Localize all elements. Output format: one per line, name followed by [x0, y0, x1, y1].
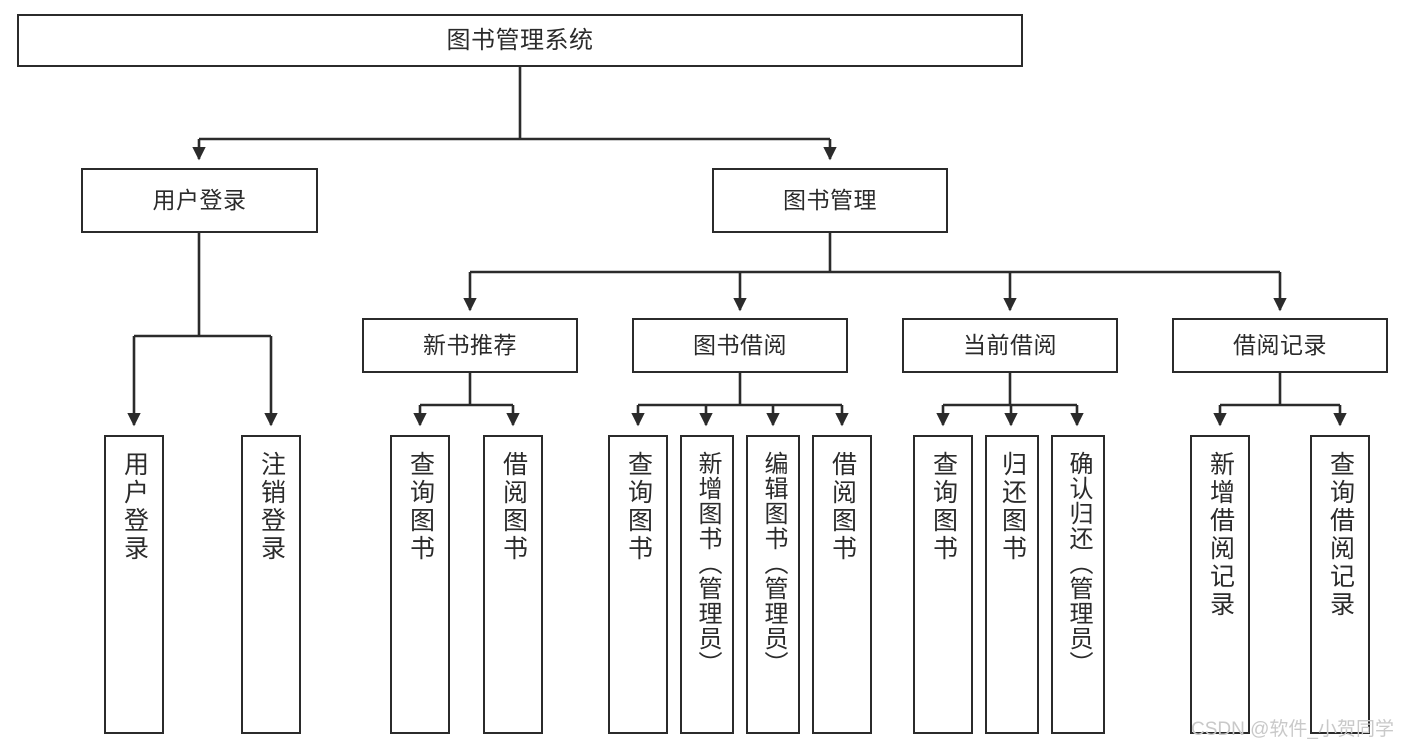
node-leaf-user-login[interactable]: 用户登录: [104, 435, 164, 734]
node-leaf-borrow-books-borrow[interactable]: 借阅图书: [812, 435, 872, 734]
node-leaf-borrow-books-newbook[interactable]: 借阅图书: [483, 435, 543, 734]
node-borrow-records[interactable]: 借阅记录: [1172, 318, 1388, 373]
node-label: 图书借阅: [693, 332, 787, 359]
node-leaf-query-books-current[interactable]: 查询图书: [913, 435, 973, 734]
node-label: 确认归还（管理员）: [1064, 451, 1092, 676]
csdn-watermark: CSDN @软件_小贺同学: [1191, 719, 1394, 740]
node-leaf-logout[interactable]: 注销登录: [241, 435, 301, 734]
node-leaf-confirm-return-admin[interactable]: 确认归还（管理员）: [1051, 435, 1105, 734]
node-label: 当前借阅: [963, 332, 1057, 359]
node-label: 查询图书: [929, 451, 958, 563]
node-label: 图书管理: [783, 187, 877, 214]
node-label: 借阅记录: [1233, 332, 1327, 359]
node-leaf-query-books-newbook[interactable]: 查询图书: [390, 435, 450, 734]
node-label: 借阅图书: [828, 451, 857, 563]
node-label: 查询图书: [406, 451, 435, 563]
node-leaf-query-books-borrow[interactable]: 查询图书: [608, 435, 668, 734]
node-label: 用户登录: [120, 451, 149, 563]
node-label: 新增图书（管理员）: [693, 451, 721, 676]
node-leaf-return-books[interactable]: 归还图书: [985, 435, 1039, 734]
node-root-book-management-system[interactable]: 图书管理系统: [17, 14, 1023, 67]
node-label: 编辑图书（管理员）: [759, 451, 787, 676]
node-label: 查询借阅记录: [1326, 451, 1355, 619]
node-current-borrowing[interactable]: 当前借阅: [902, 318, 1118, 373]
node-book-management[interactable]: 图书管理: [712, 168, 948, 233]
node-leaf-add-borrow-record[interactable]: 新增借阅记录: [1190, 435, 1250, 734]
node-user-login[interactable]: 用户登录: [81, 168, 318, 233]
node-leaf-add-book-admin[interactable]: 新增图书（管理员）: [680, 435, 734, 734]
node-label: 注销登录: [257, 451, 286, 563]
node-label: 用户登录: [152, 187, 247, 214]
node-label: 借阅图书: [499, 451, 528, 563]
node-label: 查询图书: [624, 451, 653, 563]
node-label: 新书推荐: [423, 332, 517, 359]
node-label: 归还图书: [998, 451, 1027, 563]
node-new-book-recommendation[interactable]: 新书推荐: [362, 318, 578, 373]
node-leaf-edit-book-admin[interactable]: 编辑图书（管理员）: [746, 435, 800, 734]
node-label: 图书管理系统: [446, 26, 594, 54]
node-leaf-query-borrow-record[interactable]: 查询借阅记录: [1310, 435, 1370, 734]
node-book-borrowing[interactable]: 图书借阅: [632, 318, 848, 373]
node-label: 新增借阅记录: [1206, 451, 1235, 619]
